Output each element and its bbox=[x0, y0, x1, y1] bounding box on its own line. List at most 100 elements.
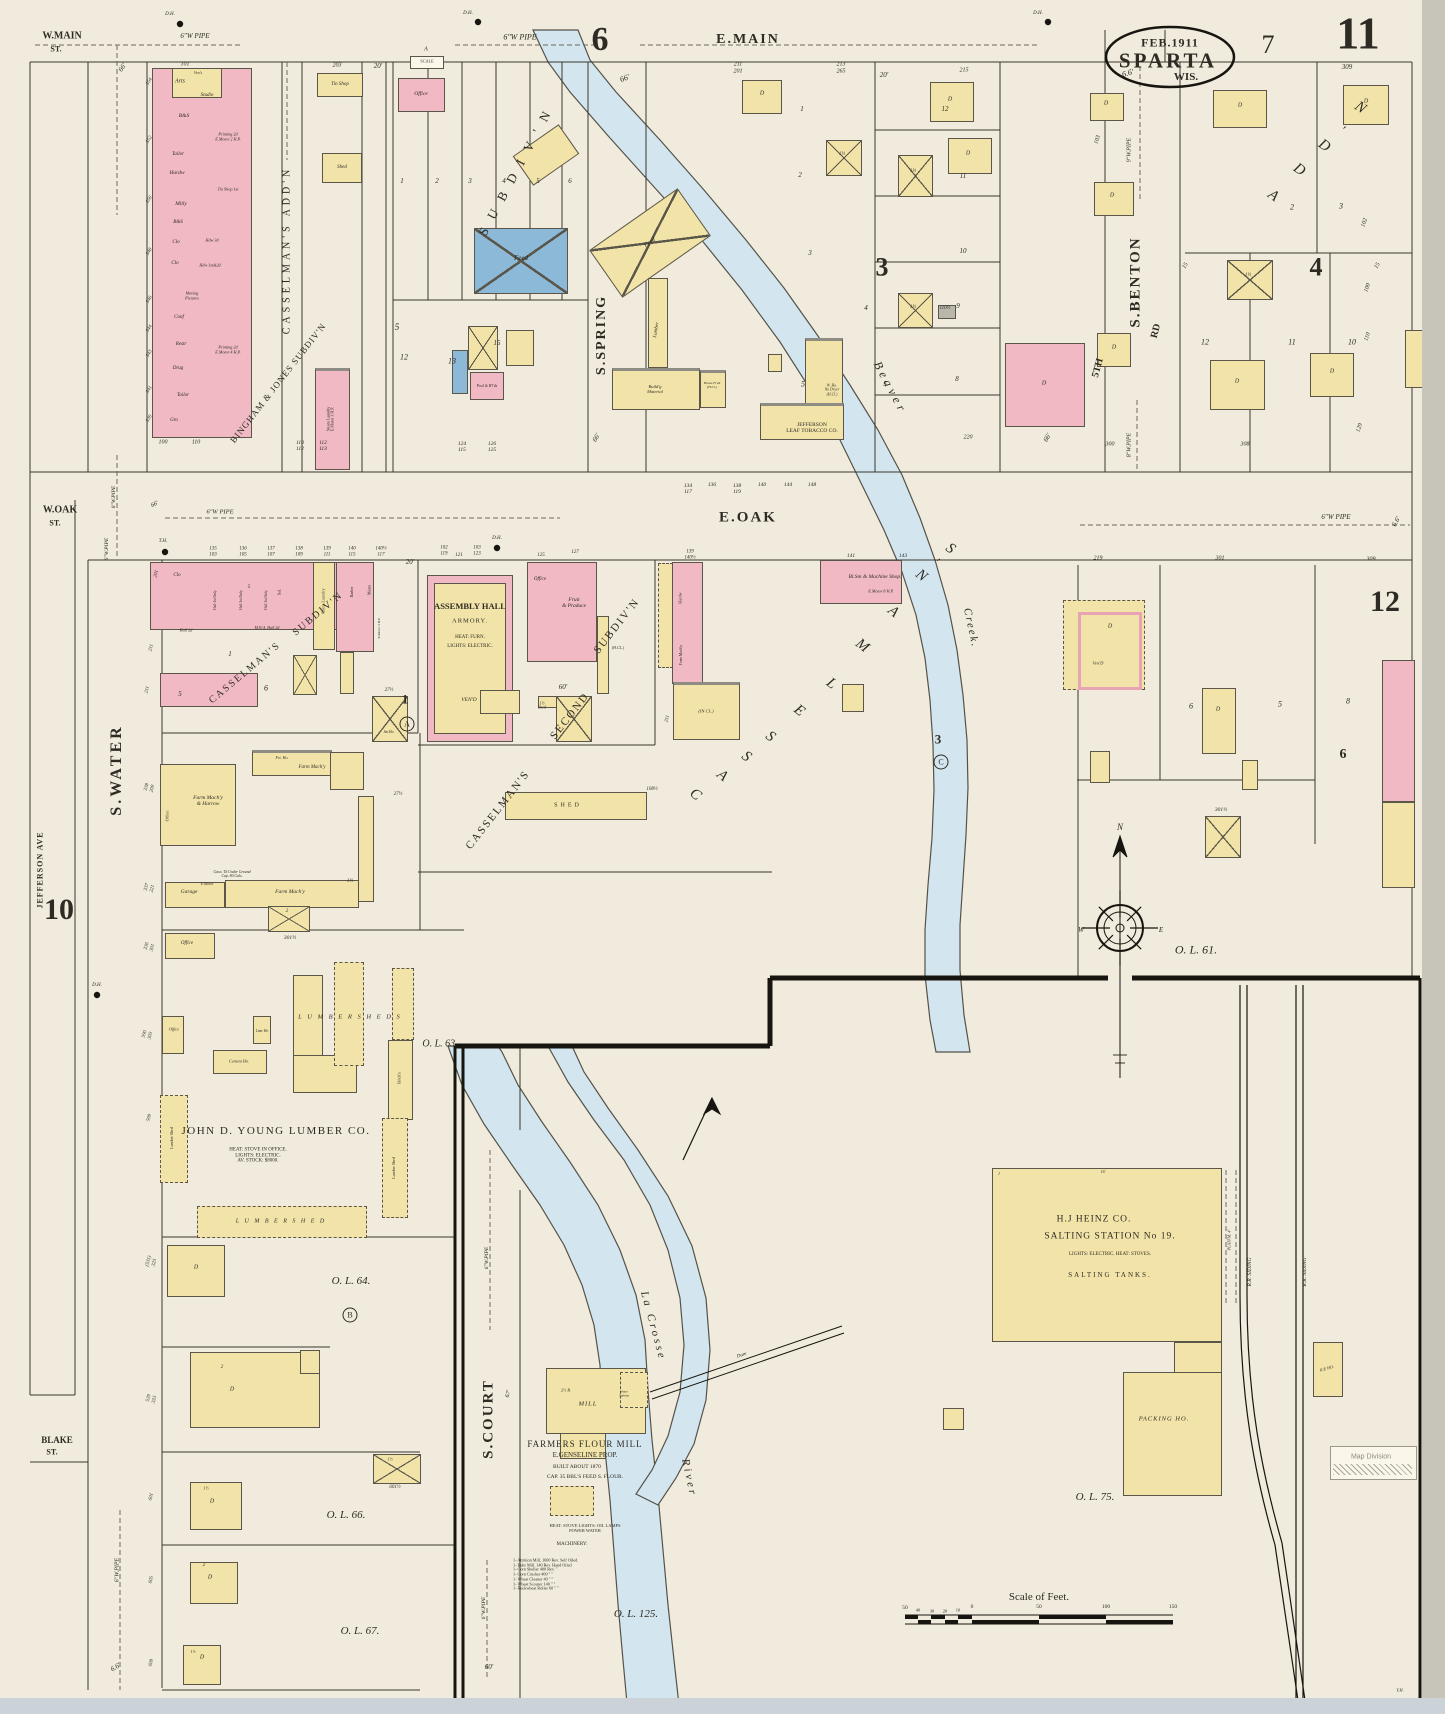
building bbox=[1097, 333, 1131, 367]
building bbox=[334, 962, 364, 1066]
building bbox=[826, 140, 862, 176]
map-label: Tin Shop 1st bbox=[217, 186, 239, 192]
scale-bar-segment bbox=[905, 1615, 918, 1619]
map-label: 6 bbox=[1189, 701, 1193, 711]
map-label: D bbox=[1215, 706, 1221, 713]
map-label: D.H. bbox=[1033, 11, 1043, 17]
sheet-number-small: 7 bbox=[1261, 30, 1275, 59]
map-label: 136 105 bbox=[239, 546, 247, 557]
map-label: 139 111 bbox=[323, 546, 331, 557]
map-label: LIGHTS: ELECTRIC. bbox=[447, 644, 493, 650]
map-label: 6"W.PIPE bbox=[483, 1246, 490, 1270]
map-label: Hardw bbox=[169, 169, 185, 176]
map-label: 110 bbox=[191, 439, 201, 446]
map-label: Farm Mach'y bbox=[298, 765, 326, 771]
map-label: 3 bbox=[468, 177, 472, 186]
building bbox=[948, 138, 992, 174]
map-label: 11 bbox=[959, 172, 967, 181]
building bbox=[336, 562, 374, 652]
map-label: 148 bbox=[807, 481, 817, 488]
street-label-s-water: S.WATER bbox=[108, 724, 126, 816]
building bbox=[943, 1408, 964, 1430]
hydrant-dot bbox=[93, 991, 101, 999]
scale-bar-segment bbox=[958, 1615, 972, 1619]
building bbox=[165, 882, 225, 908]
map-label: 1 bbox=[400, 177, 404, 186]
map-label: 2½ B. bbox=[561, 1387, 571, 1393]
building bbox=[197, 1206, 367, 1238]
street-label-s-court: S.COURT bbox=[480, 1379, 497, 1459]
map-label: 20' bbox=[405, 558, 415, 567]
building bbox=[165, 933, 215, 959]
map-label: D bbox=[1111, 344, 1117, 351]
map-label: M.W.A. Hall 2d bbox=[254, 624, 280, 630]
map-label: Bruno Fruit (H.Cl.) bbox=[703, 381, 721, 389]
map-label: Office bbox=[533, 577, 547, 583]
map-label: (IN CL.) bbox=[698, 708, 714, 714]
map-label: 8 bbox=[1346, 696, 1350, 706]
building bbox=[340, 652, 354, 694]
street-label-blake: BLAKE bbox=[41, 1434, 73, 1445]
building bbox=[167, 1245, 225, 1297]
building bbox=[506, 330, 534, 366]
map-label: 12 bbox=[941, 105, 949, 114]
map-division-label: Map Division bbox=[1350, 1453, 1392, 1461]
map-label: 9"W.PIPE bbox=[1126, 137, 1133, 163]
building bbox=[742, 80, 782, 114]
map-label: CAP. 35 BBL'S FEED S. FLOUR. bbox=[546, 1473, 624, 1480]
street-label-jefferson-ave: JEFFERSON AVE bbox=[35, 831, 45, 909]
ol-66: O. L. 66. bbox=[326, 1508, 366, 1521]
building bbox=[1242, 760, 1258, 790]
jefferson-leaf-tobacco-label: JEFFERSON LEAF TOBACCO CO. bbox=[786, 421, 838, 434]
map-label: 6"W PIPE bbox=[206, 508, 234, 516]
map-label: Barber bbox=[348, 586, 354, 598]
map-label: 1 bbox=[228, 650, 232, 659]
map-label: SALTING STATION No 19. bbox=[1044, 1231, 1176, 1242]
map-label: 1½ bbox=[203, 1485, 209, 1491]
assembly-hall-label: ASSEMBLY HALL bbox=[434, 601, 506, 612]
building bbox=[317, 73, 363, 97]
map-label: D bbox=[1363, 98, 1369, 105]
building bbox=[392, 968, 414, 1040]
waterway bbox=[447, 1045, 681, 1714]
map-label: 138 109 bbox=[295, 546, 303, 557]
map-label: 301½ bbox=[1214, 806, 1228, 813]
map-label: 1½ Shed bbox=[538, 700, 546, 710]
scan-margin-right bbox=[1422, 0, 1445, 1714]
building bbox=[474, 228, 568, 294]
map-label: Garage bbox=[180, 888, 198, 895]
hydrant-dot bbox=[176, 20, 184, 28]
map-label: 301 bbox=[1215, 555, 1225, 562]
building bbox=[700, 370, 726, 408]
map-label: Office bbox=[168, 1026, 180, 1032]
building bbox=[452, 350, 468, 394]
map-label: Farm Mach'y bbox=[678, 644, 683, 666]
map-label: VEN'D bbox=[461, 696, 477, 703]
map-label: Shed bbox=[337, 165, 347, 171]
map-label: 2 bbox=[285, 909, 289, 915]
building bbox=[1227, 260, 1273, 300]
building bbox=[470, 372, 504, 400]
map-label: SALTING TANKS. bbox=[1068, 1271, 1152, 1280]
map-label: 219 bbox=[1093, 555, 1103, 562]
map-label: 1½ bbox=[190, 1648, 196, 1654]
block-3: 3 bbox=[875, 252, 889, 282]
map-label: SCALE bbox=[420, 58, 434, 64]
map-label: 3 bbox=[808, 249, 812, 258]
map-label: 1- Attrition Mill, 1600 Rev. Self Oiled.… bbox=[513, 1557, 579, 1591]
machine-shop-label: Bl.Sm & Machine Shop. bbox=[848, 573, 902, 580]
map-label: 5 bbox=[536, 177, 540, 186]
building bbox=[330, 752, 364, 790]
map-label: D bbox=[947, 96, 953, 103]
building bbox=[597, 616, 609, 694]
map-label: Ven's bbox=[193, 69, 203, 75]
map-label: E bbox=[1158, 926, 1164, 935]
map-label: D.H. bbox=[92, 983, 102, 989]
map-label: 10 bbox=[955, 1607, 961, 1613]
map-label: Feed bbox=[514, 254, 528, 263]
map-label: MILL bbox=[578, 1400, 598, 1408]
building bbox=[253, 1016, 271, 1044]
map-label: 6"W PIPE bbox=[503, 32, 537, 42]
map-label: D bbox=[229, 1386, 235, 1393]
building bbox=[398, 78, 445, 112]
